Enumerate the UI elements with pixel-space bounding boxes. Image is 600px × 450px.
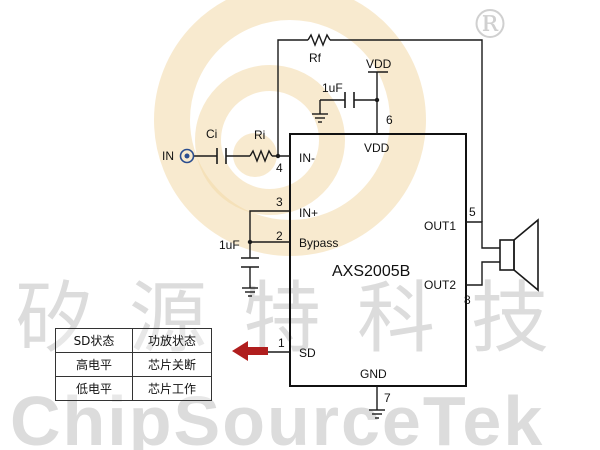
- resistor-ri: [249, 149, 273, 163]
- wires: [194, 39, 500, 410]
- decoupling-cap-label: 1uF: [322, 81, 343, 95]
- pin-number-7: 7: [384, 391, 391, 405]
- registered-mark: ®: [470, 2, 510, 48]
- pin-label-out1: OUT1: [424, 219, 456, 233]
- table-cell: 低电平: [55, 376, 133, 401]
- sd-state-table: SD状态 功放状态 高电平 芯片关断 低电平 芯片工作: [55, 328, 212, 401]
- capacitor-decoupling: [344, 92, 355, 108]
- table-header-cell: SD状态: [55, 328, 133, 353]
- table-cell: 高电平: [55, 352, 133, 377]
- chip-name: AXS2005B: [332, 263, 410, 280]
- table-header-row: SD状态 功放状态: [55, 328, 212, 353]
- table-cell: 芯片工作: [132, 376, 212, 401]
- pin-label-out2: OUT2: [424, 278, 456, 292]
- input-label: IN: [162, 149, 174, 163]
- pin-number-1: 1: [278, 336, 285, 350]
- capacitor-ci: [216, 148, 227, 164]
- pin-label-in-minus: IN-: [299, 151, 315, 165]
- capacitor-bypass: [241, 257, 259, 268]
- input-node: [179, 148, 195, 164]
- table-cell: 芯片关断: [132, 352, 212, 377]
- pin-label-gnd: GND: [360, 367, 387, 381]
- speaker-icon: [499, 218, 539, 292]
- pin-number-8: 8: [464, 293, 471, 307]
- table-header-cell: 功放状态: [132, 328, 212, 353]
- table-row: 高电平 芯片关断: [55, 352, 212, 377]
- pin-number-6: 6: [386, 113, 393, 127]
- sd-arrow-icon: [232, 341, 268, 361]
- pin-label-in-plus: IN+: [299, 206, 318, 220]
- rf-label: Rf: [309, 51, 322, 65]
- ground-symbol: [312, 113, 328, 123]
- pin-number-2: 2: [276, 229, 283, 243]
- pin-number-5: 5: [469, 205, 476, 219]
- chip-body: [289, 133, 467, 387]
- ri-label: Ri: [254, 128, 265, 142]
- pin-number-4: 4: [276, 161, 283, 175]
- resistor-rf: [307, 33, 331, 47]
- pin-label-vdd: VDD: [364, 141, 390, 155]
- pin-label-bypass: Bypass: [299, 236, 338, 250]
- pin-number-3: 3: [276, 195, 283, 209]
- junction-dot: [374, 97, 380, 103]
- pin-label-sd: SD: [299, 346, 316, 360]
- junction-dot: [275, 153, 281, 159]
- vdd-rail-label: VDD: [366, 57, 392, 71]
- table-row: 低电平 芯片工作: [55, 376, 212, 401]
- ground-symbol: [242, 287, 258, 297]
- ci-label: Ci: [206, 127, 217, 141]
- bypass-cap-label: 1uF: [219, 238, 240, 252]
- ground-symbol: [369, 409, 385, 419]
- junction-dot: [247, 239, 253, 245]
